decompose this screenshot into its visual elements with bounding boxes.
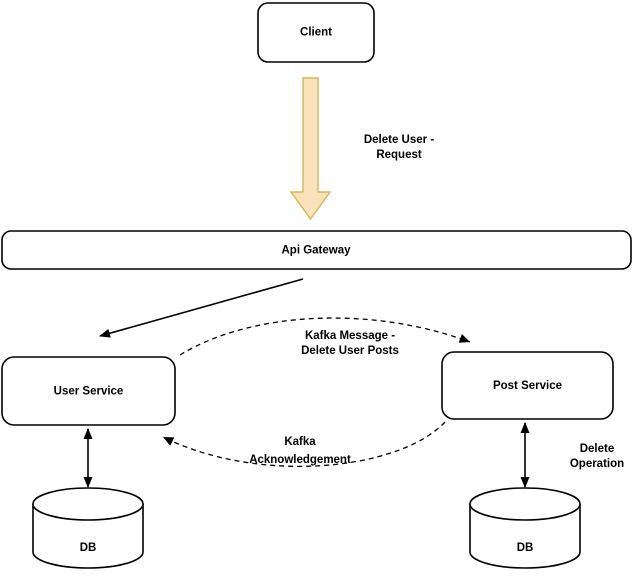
label-kafka-message: Kafka Message - Delete User Posts <box>301 330 399 357</box>
post-db-cylinder-top[interactable] <box>469 487 581 521</box>
delete-user-request-block-arrow <box>289 77 332 221</box>
delete-operation-line2: Operation <box>570 458 624 470</box>
kafka-acknowledgement-dashed-arrow <box>162 421 446 467</box>
post-service-box[interactable] <box>441 351 614 420</box>
api-gateway-box[interactable] <box>1 230 632 270</box>
delete-user-request-line2: Request <box>376 149 422 161</box>
user-db-cylinder-body[interactable] <box>32 504 144 569</box>
gateway-to-user-service-arrow <box>99 278 304 338</box>
delete-operation-line1: Delete <box>580 443 615 455</box>
client-box[interactable] <box>257 2 375 63</box>
user-db-cylinder-top[interactable] <box>32 487 144 521</box>
edge-post-service-to-user-service <box>162 421 446 467</box>
kafka-ack-line2: Acknowledgement <box>249 454 351 466</box>
node-user-service[interactable]: User Service <box>1 356 176 426</box>
user-service-box[interactable] <box>1 356 176 426</box>
post-db-label: DB <box>517 542 534 554</box>
label-delete-user-request: Delete User - Request <box>364 134 434 161</box>
post-service-label: Post Service <box>493 380 562 392</box>
node-user-db[interactable]: DB <box>32 487 144 569</box>
kafka-ack-line1: Kafka <box>284 436 316 448</box>
edge-api-gateway-to-user-service <box>99 278 304 338</box>
node-api-gateway[interactable]: Api Gateway <box>1 230 632 270</box>
delete-user-request-line1: Delete User - <box>364 134 434 146</box>
label-delete-operation: Delete Operation <box>570 443 624 470</box>
node-client[interactable]: Client <box>257 2 375 63</box>
edge-client-to-api-gateway <box>289 77 332 221</box>
kafka-message-line2: Delete User Posts <box>301 345 399 357</box>
kafka-message-line1: Kafka Message - <box>305 330 395 342</box>
user-service-label: User Service <box>54 386 124 398</box>
user-db-label: DB <box>80 542 97 554</box>
label-kafka-acknowledgement: Kafka Acknowledgement <box>249 436 351 466</box>
node-post-service[interactable]: Post Service <box>441 351 614 420</box>
api-gateway-label: Api Gateway <box>281 245 351 257</box>
post-db-cylinder-body[interactable] <box>469 504 581 569</box>
node-post-db[interactable]: DB <box>469 487 581 569</box>
client-label: Client <box>300 27 332 39</box>
